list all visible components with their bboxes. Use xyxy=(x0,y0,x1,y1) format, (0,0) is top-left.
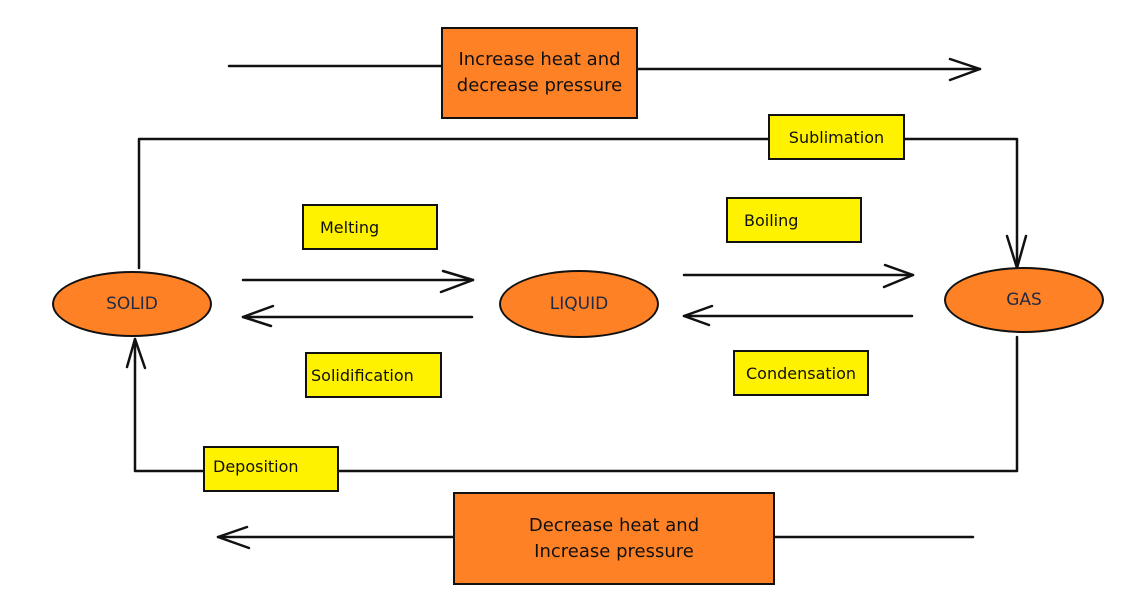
label-deposition: Deposition xyxy=(203,446,339,492)
top-condition-arrowhead xyxy=(948,57,982,82)
bottom-condition-line1: Decrease heat and xyxy=(528,514,700,536)
state-solid-label: SOLID xyxy=(106,294,158,314)
deposition-arrowhead xyxy=(125,337,147,370)
label-condensation-text: Condensation xyxy=(745,363,857,383)
label-boiling-text: Boiling xyxy=(744,210,799,230)
state-solid: SOLID xyxy=(52,271,212,337)
top-condition-line2: decrease pressure xyxy=(456,75,623,96)
solidification-arrowhead xyxy=(241,304,275,328)
label-melting: Melting xyxy=(302,204,438,250)
melting-arrowhead xyxy=(439,269,475,294)
top-condition-box: Increase heat and decrease pressure xyxy=(441,27,638,119)
label-melting-text: Melting xyxy=(320,217,380,237)
state-gas-label: GAS xyxy=(1006,290,1042,310)
sublimation-path xyxy=(137,137,1019,270)
state-liquid: LIQUID xyxy=(499,270,659,338)
condensation-arrowhead xyxy=(682,304,714,327)
top-condition-line1: Increase heat and xyxy=(458,49,621,70)
state-gas: GAS xyxy=(944,267,1104,333)
bottom-condition-arrowhead xyxy=(216,525,251,550)
label-solidification-text: Solidification xyxy=(311,365,414,385)
label-condensation: Condensation xyxy=(733,350,869,396)
bottom-condition-line2: Increase pressure xyxy=(534,540,694,562)
label-solidification: Solidification xyxy=(305,352,442,398)
label-deposition-text: Deposition xyxy=(213,457,299,476)
deposition-path xyxy=(133,335,1019,473)
state-liquid-label: LIQUID xyxy=(549,294,609,314)
label-boiling: Boiling xyxy=(726,197,862,243)
label-sublimation: Sublimation xyxy=(768,114,905,160)
label-sublimation-text: Sublimation xyxy=(788,127,885,147)
bottom-condition-box: Decrease heat and Increase pressure xyxy=(453,492,775,585)
boiling-arrowhead xyxy=(882,263,915,289)
